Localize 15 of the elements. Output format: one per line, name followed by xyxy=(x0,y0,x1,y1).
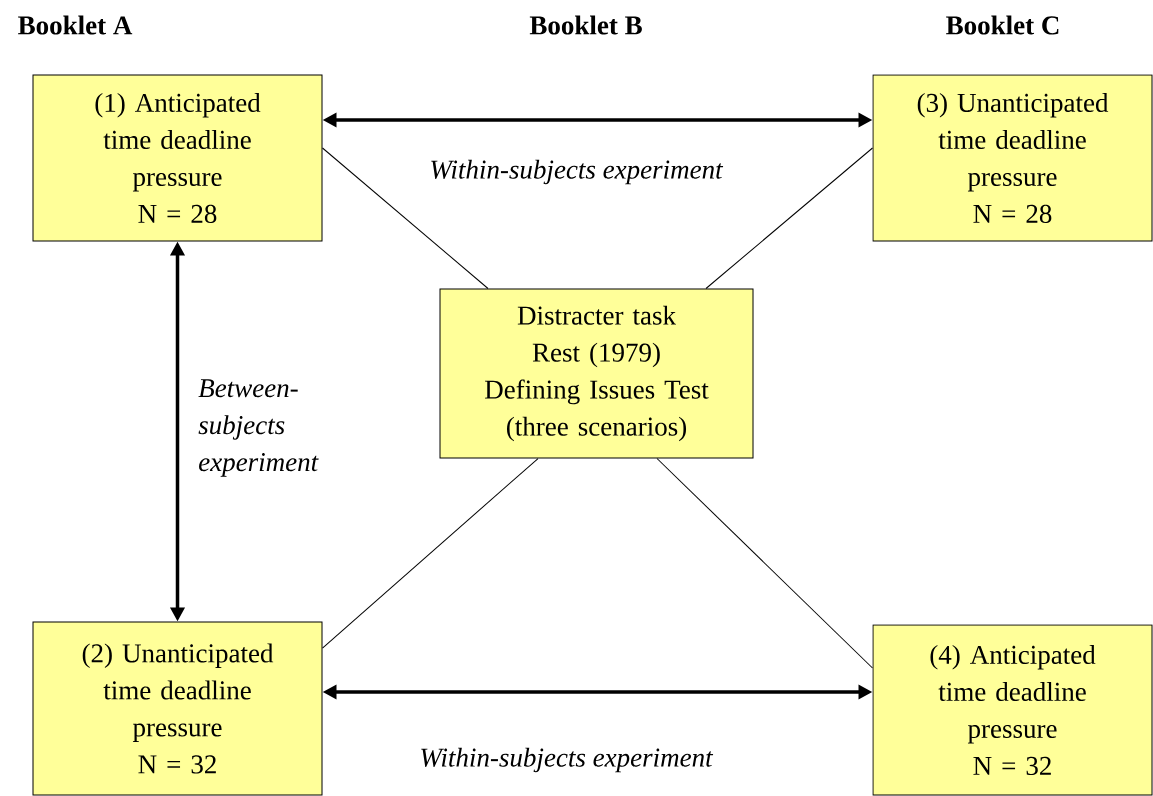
process-box: (4) Anticipated time deadline pressure N = 32 xyxy=(872,624,1153,796)
process-box: (3) Unanticipated time deadline pressure N = 28 xyxy=(872,74,1153,242)
connector-line xyxy=(322,458,539,649)
connector-line xyxy=(705,147,873,289)
connector-line xyxy=(322,147,489,289)
edge-label: Between-subjects experiment xyxy=(196,377,351,479)
connector-line xyxy=(656,458,873,669)
edge-label: Within-subjects experiment xyxy=(427,157,725,187)
booklet-heading: Booklet B xyxy=(529,15,642,35)
booklet-heading: Booklet A xyxy=(18,15,133,35)
process-box: (1) Anticipated time deadline pressure N = 28 xyxy=(32,74,323,242)
process-box: (2) Unanticipated time deadline pressure N = 32 xyxy=(32,621,323,796)
edge-label: Within-subjects experiment xyxy=(417,745,715,775)
process-box: Distracter task Rest (1979) Defining Issues Test (three scenarios) xyxy=(439,288,754,459)
booklet-heading: Booklet C xyxy=(946,15,1059,35)
